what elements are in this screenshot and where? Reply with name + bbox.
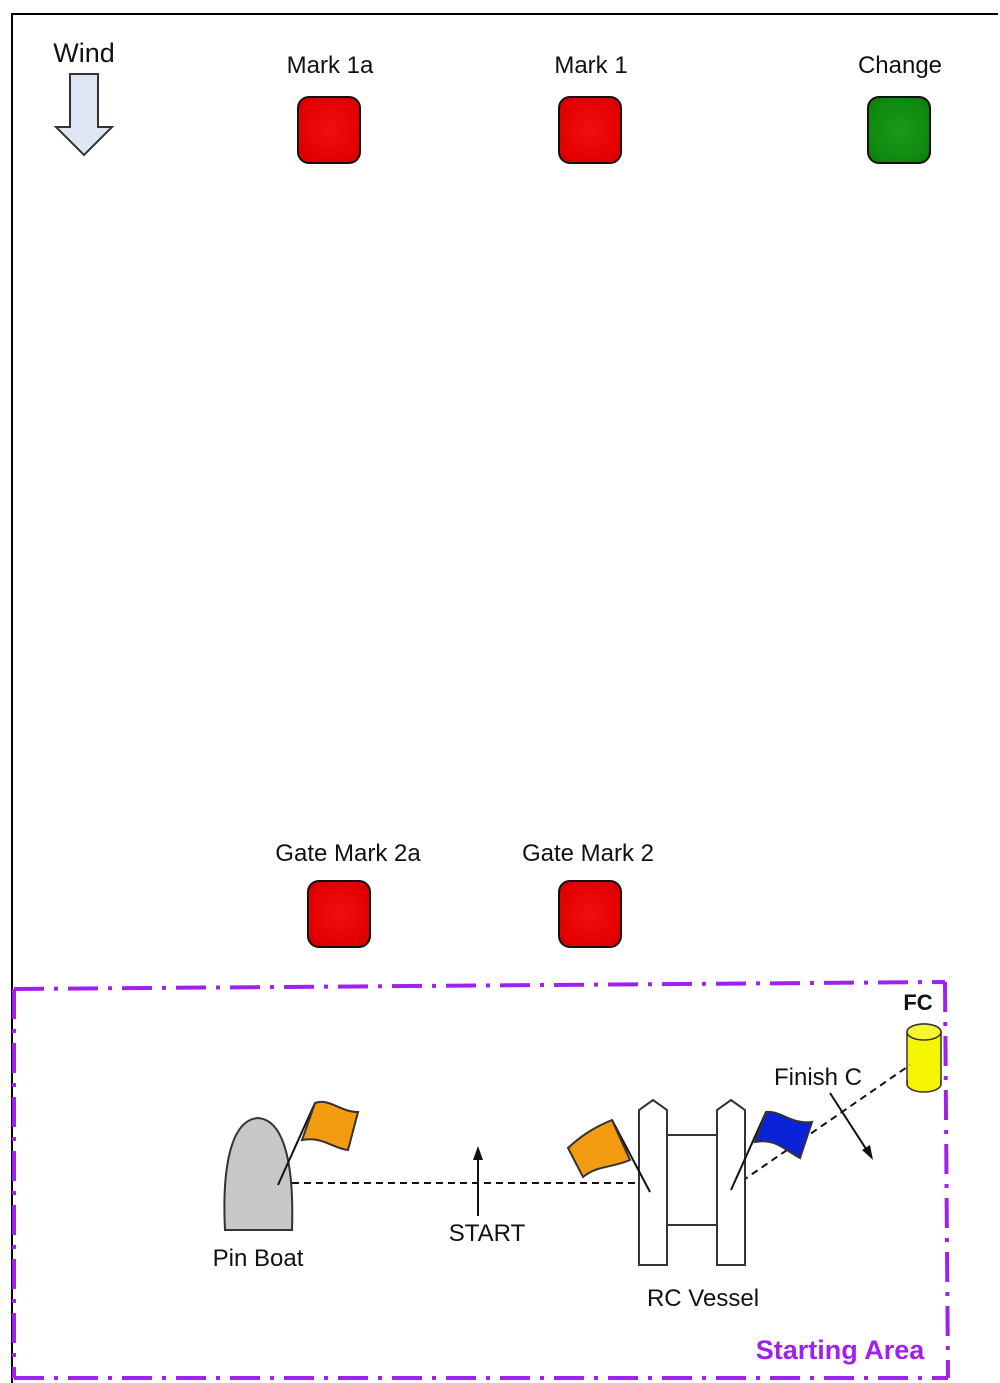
start-direction-arrow-icon [473,1146,483,1216]
gate-mark-2a [307,880,371,948]
gate-mark-2 [558,880,622,948]
change-mark [867,96,931,164]
finish-c-label: Finish C [773,1064,863,1091]
starting-area-label: Starting Area [755,1335,925,1365]
rc-vessel-icon [638,1098,746,1266]
rc-vessel-label: RC Vessel [646,1285,760,1312]
wind-arrow-icon [53,73,115,157]
wind-label: Wind [53,38,115,68]
rc-orange-flag-icon [566,1118,651,1193]
start-label: START [448,1220,526,1247]
finish-direction-arrow-icon [829,1092,873,1160]
fc-buoy-icon [906,1023,942,1093]
mark-1 [558,96,622,164]
mark-1a-label: Mark 1a [286,52,374,79]
starting-area-border [12,980,950,1380]
pin-boat-orange-flag-icon [277,1100,360,1186]
diagram-frame [11,13,998,1383]
mark-1-label: Mark 1 [554,52,628,79]
change-mark-label: Change [857,52,943,79]
pin-boat-icon [223,1116,294,1231]
rc-blue-flag-icon [730,1110,814,1191]
finish-line [731,1064,911,1189]
pin-boat-label: Pin Boat [212,1245,304,1272]
gate-mark-2-label: Gate Mark 2 [521,840,655,867]
fc-label: FC [903,990,933,1015]
gate-mark-2a-label: Gate Mark 2a [275,840,421,867]
mark-1a [297,96,361,164]
